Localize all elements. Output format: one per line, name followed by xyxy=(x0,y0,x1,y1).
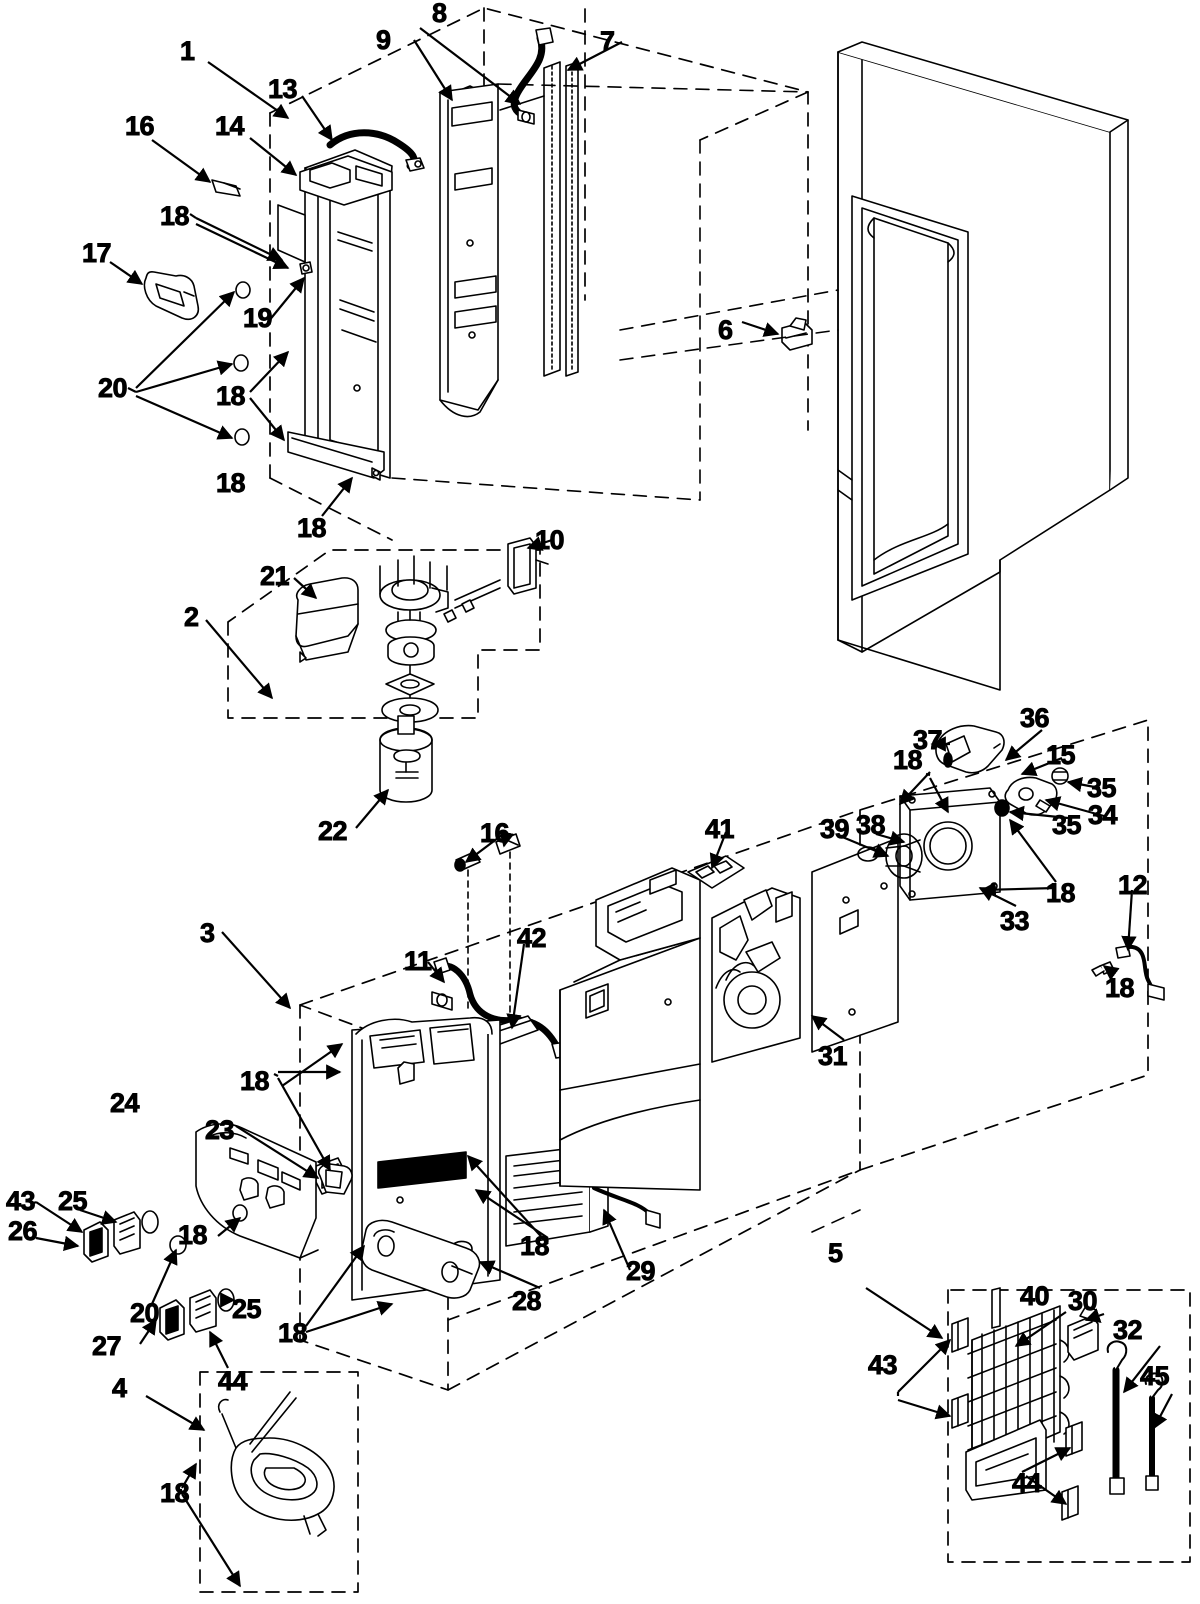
callout-18-screw: 18 xyxy=(1046,878,1076,908)
callout-29-defrost-heater-panel: 29 xyxy=(626,1256,656,1286)
callout-3-evaporator-cover-assembly: 3 xyxy=(200,918,216,948)
callout-23-shelf-bracket: 23 xyxy=(205,1115,235,1145)
callout-27-defrost-thermostat: 27 xyxy=(92,1331,122,1361)
callout-18-screw: 18 xyxy=(1105,973,1135,1003)
callout-43-clip-tube: 43 xyxy=(868,1350,898,1380)
callout-16-plug-hole: 16 xyxy=(480,818,510,848)
callout-28-evaporator-pan: 28 xyxy=(512,1286,542,1316)
callout-38-fan-motor: 38 xyxy=(856,810,886,840)
callout-13-handle-freezer: 13 xyxy=(268,74,298,104)
callout-18-screw: 18 xyxy=(520,1231,550,1261)
callout-45-sensor-probe: 45 xyxy=(1140,1361,1170,1391)
callout-14-dispenser-cover: 14 xyxy=(215,111,245,141)
callout-44-clip: 44 xyxy=(1012,1468,1042,1498)
callout-16-plug-hole: 16 xyxy=(125,111,155,141)
callout-35-grommet: 35 xyxy=(1087,773,1117,803)
callout-21-auger-motor-cover: 21 xyxy=(260,561,290,591)
callout-20-cap-screw-cover: 20 xyxy=(98,373,128,403)
callout-11-wire-harness: 11 xyxy=(404,946,433,976)
callout-43-clip-tube: 43 xyxy=(6,1186,36,1216)
callout-18-screw: 18 xyxy=(160,201,190,231)
callout-36-damper-lever: 36 xyxy=(1020,703,1050,733)
callout-41-control-switch-pad: 41 xyxy=(705,814,735,844)
callout-42-wire-clamp: 42 xyxy=(517,923,547,953)
callout-30-defrost-thermostat-bimetal: 30 xyxy=(1068,1286,1098,1316)
callout-12-thermistor-sensor: 12 xyxy=(1118,870,1148,900)
callout-40-evaporator-coil: 40 xyxy=(1020,1281,1050,1311)
callout-20-cap-screw-cover: 20 xyxy=(130,1298,160,1328)
callout-25-grommet: 25 xyxy=(232,1294,262,1324)
callout-5-evaporator-assembly: 5 xyxy=(828,1238,844,1268)
callout-17-handle-end-cap: 17 xyxy=(82,238,112,268)
callout-1-freezer-door-assembly: 1 xyxy=(180,36,196,66)
callout-32-defrost-heater: 32 xyxy=(1113,1315,1143,1345)
callout-18-screw: 18 xyxy=(297,513,327,543)
callout-15-shaft-bushing: 15 xyxy=(1046,740,1076,770)
callout-25-grommet: 25 xyxy=(58,1186,88,1216)
callout-39-fan-blade: 39 xyxy=(820,814,850,844)
callout-34-damper-motor: 34 xyxy=(1088,800,1118,830)
callout-35-grommet: 35 xyxy=(1052,810,1082,840)
callout-18-screw: 18 xyxy=(893,745,923,775)
callout-7-door-gasket-strip: 7 xyxy=(600,26,616,56)
callout-18-screw: 18 xyxy=(160,1478,190,1508)
callout-31-air-duct-rear: 31 xyxy=(818,1041,848,1071)
callout-19-cam-riser: 19 xyxy=(243,303,273,333)
callout-10-ice-chute-damper: 10 xyxy=(535,525,565,555)
callout-18-screw: 18 xyxy=(216,468,246,498)
callout-2-auger-motor-assembly: 2 xyxy=(184,602,200,632)
callout-24-dispenser-housing-cover: 24 xyxy=(110,1088,140,1118)
callout-9-hinge-bracket: 9 xyxy=(376,25,392,55)
callout-22-auger-motor: 22 xyxy=(318,816,348,846)
callout-18-screw: 18 xyxy=(178,1220,208,1250)
callout-6-door-switch: 6 xyxy=(718,315,734,345)
callout-44-clip: 44 xyxy=(218,1366,248,1396)
callout-26-thermostat-sensor: 26 xyxy=(8,1216,38,1246)
callout-37-duct-damper: 37 xyxy=(913,725,943,755)
callout-8-wire-harness-door: 8 xyxy=(432,0,448,28)
callout-4-compressor: 4 xyxy=(112,1373,128,1403)
callout-18-screw: 18 xyxy=(216,381,246,411)
callout-18-screw: 18 xyxy=(240,1066,270,1096)
callout-33-fan-shroud: 33 xyxy=(1000,906,1030,936)
callout-18-screw: 18 xyxy=(278,1318,308,1348)
